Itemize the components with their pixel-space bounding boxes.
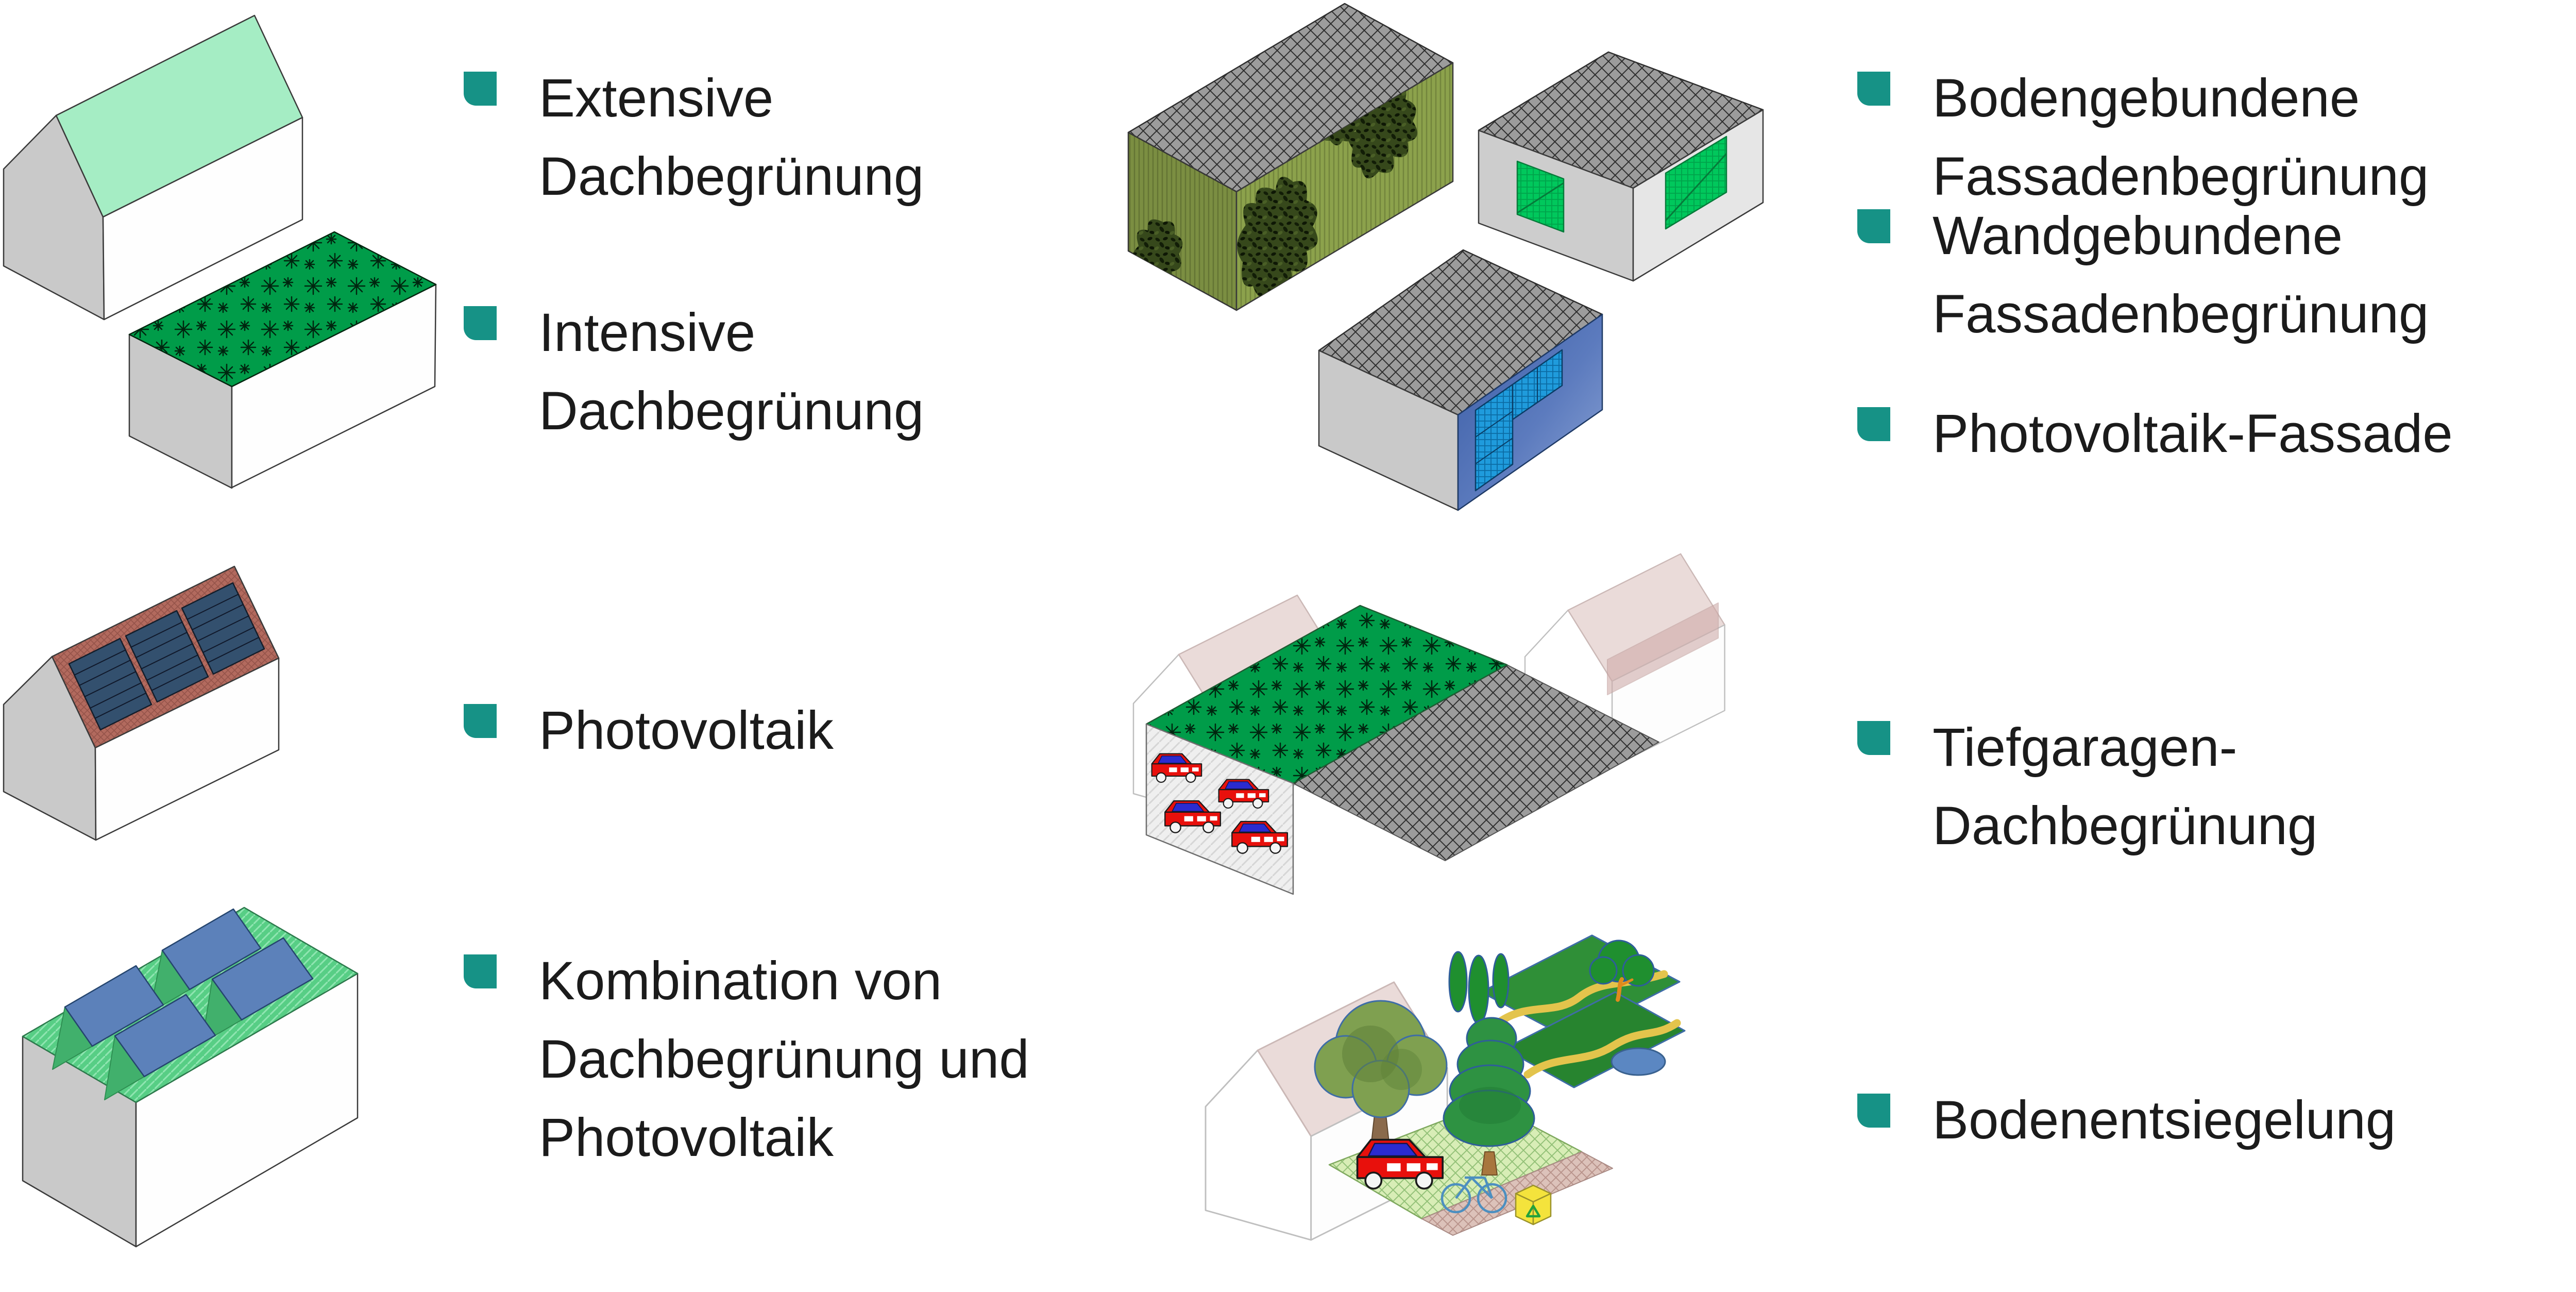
bullet-marker-icon bbox=[464, 306, 497, 340]
bullet-marker-icon bbox=[1857, 209, 1890, 243]
illustration-building-with-ground-based-ivy-facade bbox=[1127, 3, 1454, 311]
bullet-marker-icon bbox=[464, 704, 497, 738]
legend-label-photovoltaik: Photovoltaik bbox=[539, 700, 834, 761]
illustration-underground-garage-with-green-roof-cars-and-pavement bbox=[1132, 553, 1725, 895]
illustration-gable-house-with-extensive-green-roof bbox=[3, 14, 303, 321]
legend-item-bodenentsiegelung: Bodenentsiegelung bbox=[1857, 1081, 2396, 1160]
bullet-marker-icon bbox=[464, 72, 497, 106]
illustration-flat-building-with-intensive-green-roof bbox=[128, 231, 437, 489]
legend-label-extensive-dachbegruenung: Extensive Dachbegrünung bbox=[539, 68, 924, 207]
legend-item-extensive-dachbegruenung: Extensive Dachbegrünung bbox=[464, 59, 924, 216]
legend-item-photovoltaik: Photovoltaik bbox=[464, 692, 834, 770]
legend-label-tiefgaragen-dachbegruenung: Tiefgaragen- Dachbegrünung bbox=[1933, 717, 2318, 856]
legend-label-photovoltaik-fassade: Photovoltaik-Fassade bbox=[1933, 404, 2453, 464]
legend-item-photovoltaik-fassade: Photovoltaik-Fassade bbox=[1857, 395, 2453, 473]
illustration-flat-building-with-green-roof-and-tilted-solar-panels bbox=[22, 907, 359, 1248]
legend-item-bodengebundene-fassadenbegruenung: Bodengebundene Fassadenbegrünung bbox=[1857, 59, 2429, 216]
illustration-gable-house-with-rooftop-solar-panels bbox=[3, 565, 280, 841]
bullet-marker-icon bbox=[1857, 72, 1890, 106]
illustration-building-with-wall-mounted-green-panels bbox=[1478, 51, 1764, 282]
bullet-marker-icon bbox=[1857, 1094, 1890, 1128]
legend-item-wandgebundene-fassadenbegruenung: Wandgebundene Fassadenbegrünung bbox=[1857, 197, 2429, 354]
illustration-building-with-photovoltaic-facade bbox=[1318, 249, 1603, 511]
bullet-marker-icon bbox=[1857, 721, 1890, 755]
legend-item-kombination-dachbegruenung-photovoltaik: Kombination von Dachbegrünung und Photov… bbox=[464, 942, 1029, 1177]
legend-label-kombination: Kombination von Dachbegrünung und Photov… bbox=[539, 951, 1029, 1168]
bullet-marker-icon bbox=[1857, 407, 1890, 441]
legend-item-intensive-dachbegruenung: Intensive Dachbegrünung bbox=[464, 294, 924, 450]
illustration-garden-scene-with-trees-car-bicycle-and-unsealed-ground bbox=[1205, 934, 1686, 1241]
legend-item-tiefgaragen-dachbegruenung: Tiefgaragen- Dachbegrünung bbox=[1857, 709, 2317, 865]
legend-label-bodenentsiegelung: Bodenentsiegelung bbox=[1933, 1090, 2396, 1150]
bullet-marker-icon bbox=[464, 954, 497, 988]
legend-label-intensive-dachbegruenung: Intensive Dachbegrünung bbox=[539, 303, 924, 441]
legend-label-bodengebundene-fassadenbegruenung: Bodengebundene Fassadenbegrünung bbox=[1933, 68, 2429, 207]
legend-label-wandgebundene-fassadenbegruenung: Wandgebundene Fassadenbegrünung bbox=[1933, 206, 2429, 344]
